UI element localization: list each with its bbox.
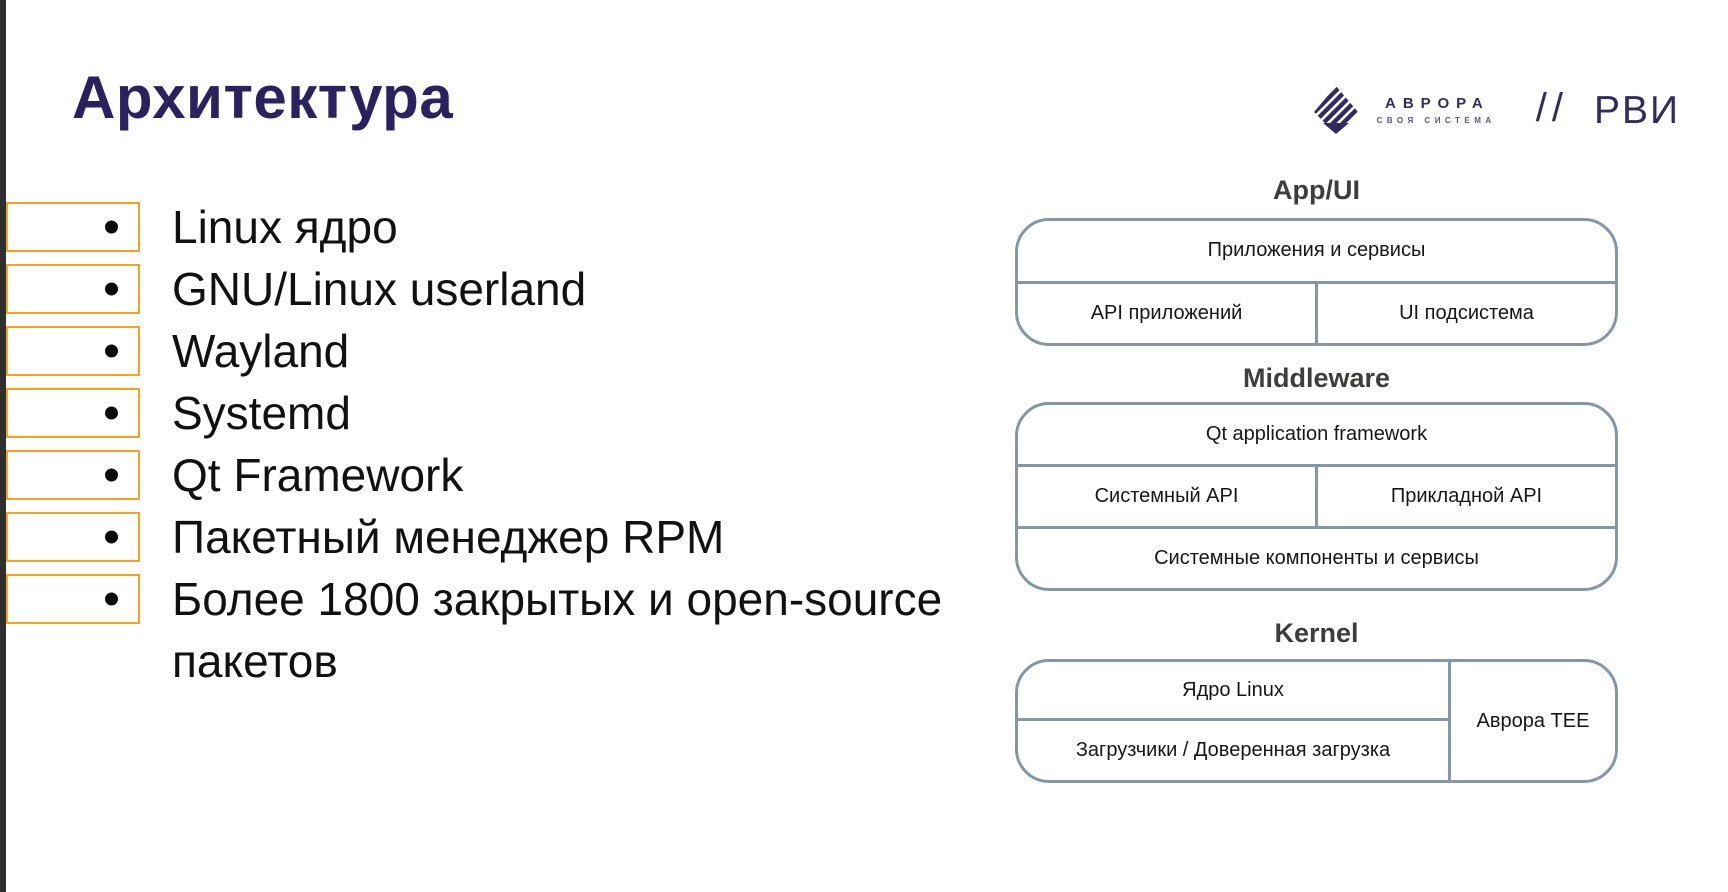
bullet-dot-icon [105, 406, 118, 420]
bullet-marker-box [6, 264, 140, 314]
aurora-wordmark: АВРОРА СВОЯ СИСТЕМА [1372, 95, 1496, 125]
aurora-brand-text: АВРОРА [1385, 95, 1490, 112]
section-box-middleware: Qt application framework Системный API П… [1015, 402, 1618, 591]
bullet-dot-icon [105, 592, 118, 606]
section-title-appui: App/UI [1273, 175, 1360, 205]
bullet-marker-box [6, 388, 140, 438]
bullet-marker-box [6, 512, 140, 562]
bullet-text: Qt Framework [172, 449, 464, 501]
diagram-cell: Системные компоненты и сервисы [1154, 547, 1479, 569]
diagram-cell: UI подсистема [1315, 283, 1615, 343]
diagram-row: API приложений UI подсистема [1018, 280, 1615, 343]
diagram-row: Приложения и сервисы [1018, 221, 1615, 281]
diagram-row: Qt application framework [1018, 405, 1615, 464]
diagram-row: Системный API Прикладной API [1018, 464, 1615, 526]
list-item: Systemd [0, 382, 960, 444]
bullet-text: Wayland [172, 325, 350, 377]
bullet-dot-icon [105, 530, 118, 544]
list-item: Пакетный менеджер RPM [0, 506, 960, 568]
list-item: Wayland [0, 320, 960, 382]
bullet-marker-box [6, 202, 140, 252]
bullet-text: GNU/Linux userland [172, 263, 587, 315]
diagram-cell: Прикладной API [1315, 467, 1615, 526]
list-item: Более 1800 закрытых и open-source пакето… [0, 568, 960, 692]
bullet-marker-box [6, 574, 140, 624]
aurora-diamond-icon [1313, 86, 1358, 134]
logo-separator-slashes: // [1535, 86, 1568, 130]
diagram-cell: Системный API [1094, 485, 1239, 507]
diagram-cell: Qt application framework [1205, 423, 1428, 445]
list-item: Qt Framework [0, 444, 960, 506]
bullet-text: Более 1800 закрытых и open-source пакето… [172, 573, 943, 687]
section-box-appui: Приложения и сервисы API приложений UI п… [1015, 218, 1618, 346]
diagram-cell: Приложения и сервисы [1207, 239, 1426, 262]
bullet-text: Systemd [172, 387, 351, 439]
aurora-tagline-text: СВОЯ СИСТЕМА [1376, 116, 1496, 125]
left-edge-rule [0, 0, 6, 892]
list-item: GNU/Linux userland [0, 258, 960, 320]
feature-list: Linux ядро GNU/Linux userland Wayland Sy… [0, 196, 960, 692]
diagram-row: Системные компоненты и сервисы [1018, 526, 1615, 588]
bullet-marker-box [6, 326, 140, 376]
diagram-cell: Аврора TEE [1448, 662, 1615, 780]
architecture-diagram: App/UI Приложения и сервисы API приложен… [1015, 172, 1618, 783]
bullet-dot-icon [105, 220, 118, 234]
list-item: Linux ядро [0, 196, 960, 258]
bullet-dot-icon [105, 468, 118, 482]
page-title: Архитектура [72, 64, 454, 131]
diagram-cell: API приложений [1090, 301, 1243, 324]
bullet-text: Linux ядро [172, 201, 398, 253]
bullet-dot-icon [105, 282, 118, 296]
section-title-middleware: Middleware [1242, 363, 1391, 393]
header-logo-cluster: АВРОРА СВОЯ СИСТЕМА // РВИ [1313, 78, 1680, 142]
partner-logo-text: РВИ [1593, 88, 1680, 132]
section-box-kernel: Ядро Linux Загрузчики / Доверенная загру… [1015, 659, 1618, 783]
diagram-cell: Загрузчики / Доверенная загрузка [1075, 739, 1391, 761]
diagram-cell: Ядро Linux [1018, 662, 1448, 721]
aurora-logo: АВРОРА СВОЯ СИСТЕМА [1313, 86, 1496, 134]
section-title-kernel: Kernel [1274, 618, 1359, 648]
bullet-marker-box [6, 450, 140, 500]
bullet-text: Пакетный менеджер RPM [172, 511, 725, 563]
bullet-dot-icon [105, 344, 118, 358]
